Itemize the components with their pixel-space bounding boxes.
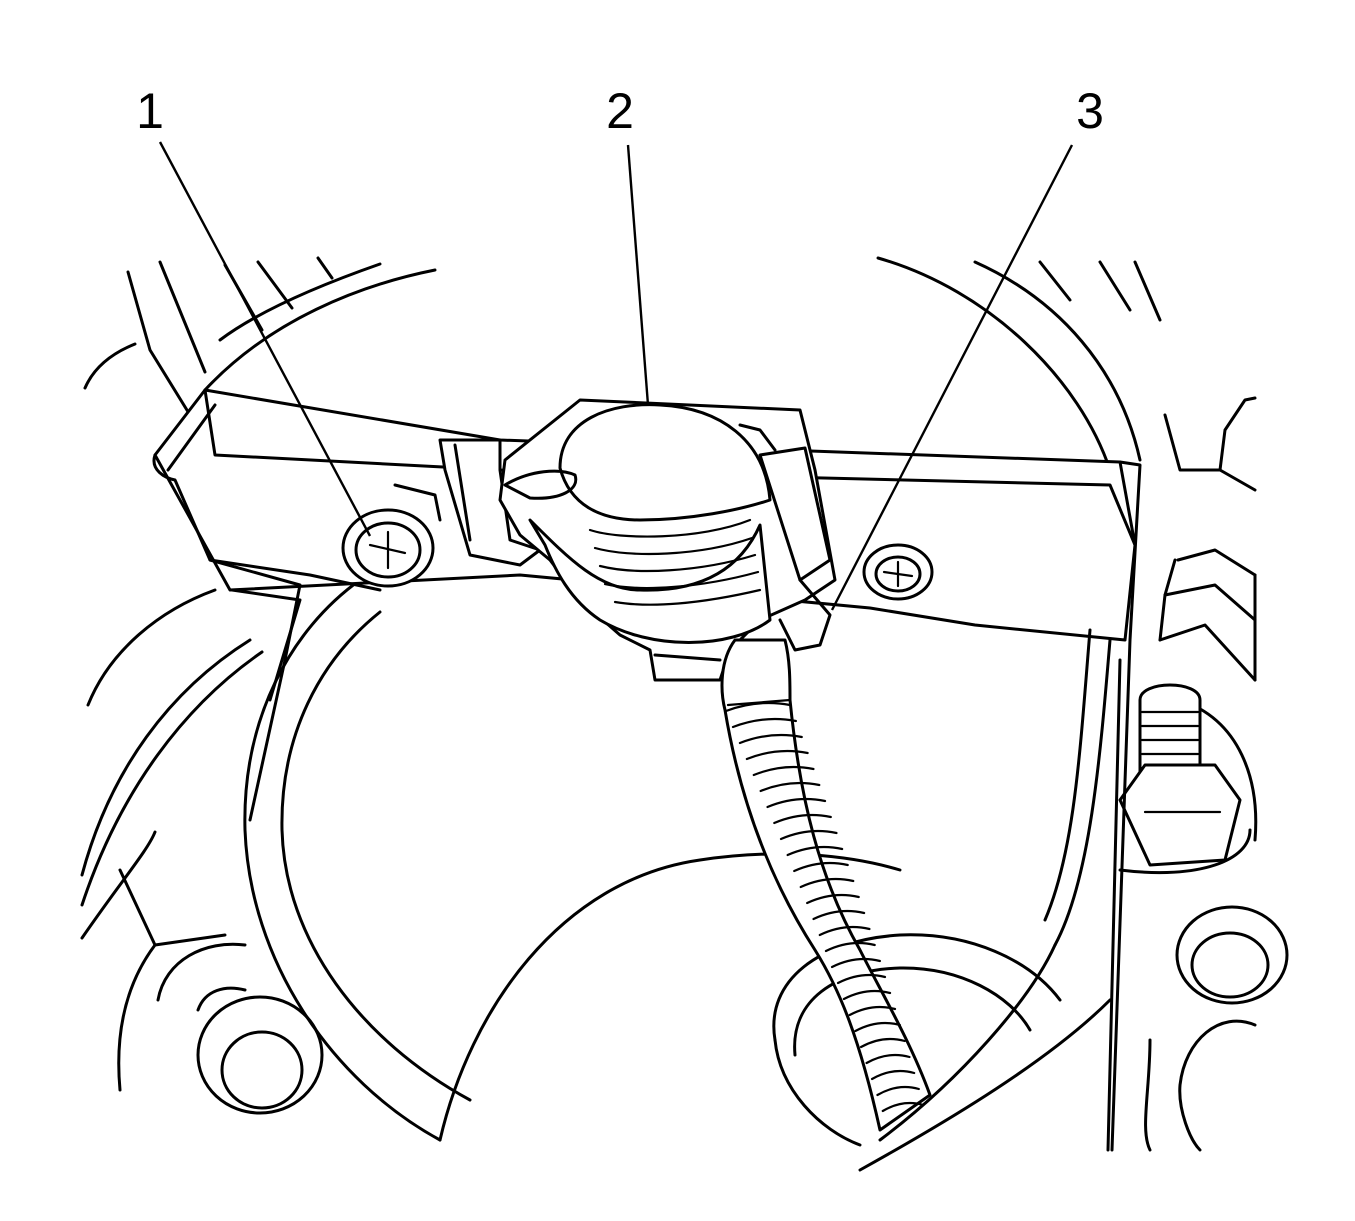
- grommet: [772, 933, 1062, 1147]
- conduit-rib: [859, 1037, 906, 1049]
- right-housing: [1038, 260, 1258, 842]
- conduit-rib: [793, 861, 849, 873]
- conduit-rib: [881, 1101, 925, 1113]
- callout-label-1: 1: [136, 83, 164, 139]
- conduit-rib: [731, 717, 797, 729]
- conduit-rib: [818, 925, 871, 937]
- sensor-connector: [438, 398, 837, 682]
- conduit-rib: [854, 1021, 902, 1033]
- right-boss: [1144, 905, 1289, 1152]
- conduit-rib: [842, 989, 892, 1001]
- callout-3: 3: [830, 83, 1104, 611]
- conduit-rib: [799, 877, 855, 889]
- screw-2: [862, 543, 934, 601]
- conduit-rib: [724, 701, 792, 713]
- conduit-rib: [773, 813, 832, 825]
- conduit-rib: [745, 749, 809, 761]
- conduit-rib: [824, 941, 876, 953]
- conduit-rib: [870, 1069, 916, 1081]
- leader-line-1: [158, 141, 372, 537]
- conduit-rib: [766, 797, 827, 809]
- callout-2: 2: [606, 83, 650, 406]
- leader-line-2: [626, 144, 650, 406]
- conduit-rib: [738, 733, 803, 745]
- conduit-rib: [836, 973, 887, 985]
- left-housing: [80, 256, 437, 1092]
- conduit-rib: [779, 829, 838, 841]
- callout-label-2: 2: [606, 83, 634, 139]
- conduit-rib: [876, 1085, 920, 1097]
- leader-line-3: [830, 144, 1074, 611]
- bore-ring: [243, 256, 1142, 1142]
- left-boss: [156, 942, 324, 1115]
- wiring-harness: [720, 638, 932, 1132]
- conduit-rib: [786, 845, 844, 857]
- conduit-rib: [752, 765, 815, 777]
- conduit-rib: [759, 781, 821, 793]
- conduit-rib: [806, 893, 860, 905]
- conduit-rib: [865, 1053, 911, 1065]
- callout-label-3: 3: [1076, 83, 1104, 139]
- screw-1: [341, 508, 435, 588]
- stud-bolt: [1118, 683, 1252, 875]
- conduit-rib: [848, 1005, 897, 1017]
- conduit-rib: [830, 957, 882, 969]
- conduit-rib: [812, 909, 866, 921]
- callout-1: 1: [136, 83, 372, 537]
